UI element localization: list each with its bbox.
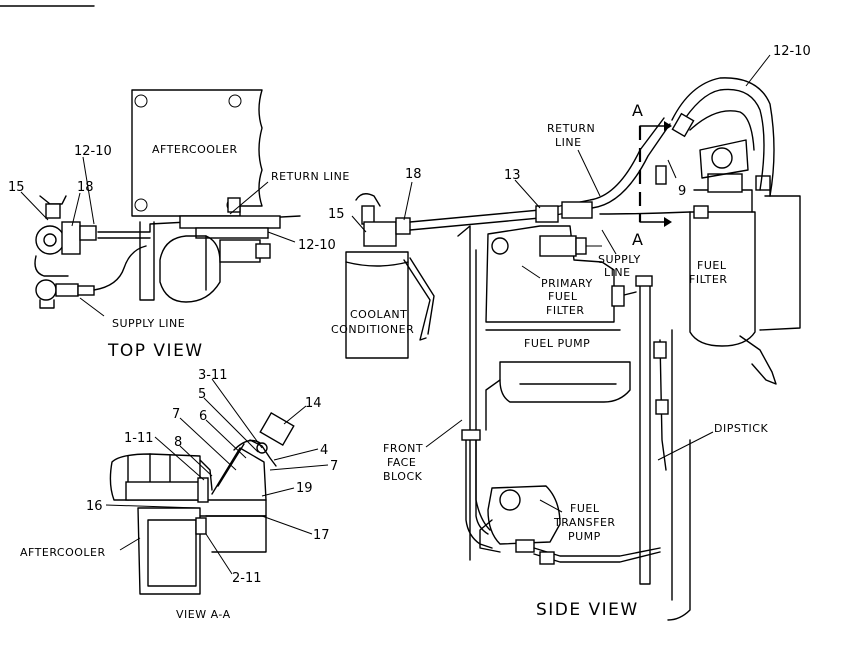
leader-12-10-mid (267, 231, 296, 243)
section-a-top: A (632, 101, 643, 120)
side-view-title: SIDE VIEW (536, 600, 639, 620)
leader-return-side (577, 149, 601, 197)
callout-15-top: 15 (8, 180, 25, 195)
leader-12-10-side (745, 54, 771, 87)
view-a-a-title: VIEW A-A (176, 608, 231, 621)
primary-filter-label-3: FILTER (546, 304, 585, 317)
front-face-label-1: FRONT (383, 442, 423, 455)
callout-2-11: 2-11 (232, 571, 262, 586)
leader-12-10-top (82, 156, 95, 225)
fuel-pump (485, 361, 631, 431)
callout-14: 14 (305, 396, 322, 411)
section-a-marker (638, 121, 672, 227)
leader-19 (261, 487, 295, 497)
leader-13 (514, 179, 541, 209)
dipstick-label: DIPSTICK (714, 422, 768, 435)
leader-15-top (20, 191, 49, 221)
callout-17: 17 (313, 528, 330, 543)
callout-18-top: 18 (77, 180, 94, 195)
leader-1-11 (154, 436, 205, 481)
aftercooler-label-view-a: AFTERCOOLER (20, 546, 106, 559)
callout-13: 13 (504, 168, 521, 183)
leader-4 (273, 448, 319, 461)
return-line-top (97, 197, 301, 239)
dipstick (611, 275, 653, 585)
section-a-bottom: A (632, 230, 643, 249)
callout-19: 19 (296, 481, 313, 496)
fuel-transfer-pump (479, 485, 661, 565)
leader-18-mid (403, 181, 413, 221)
return-line-side-1: RETURN (547, 122, 595, 135)
supply-line-side-2: LINE (604, 266, 631, 279)
leader-6 (205, 419, 247, 459)
callout-12-10-top: 12-10 (74, 144, 112, 159)
leader-16 (105, 504, 199, 509)
fittings-15-18-top (34, 195, 147, 309)
supply-line-label-top: SUPPLY LINE (112, 317, 185, 330)
callout-1-11: 1-11 (124, 431, 154, 446)
primary-fuel-filter (485, 225, 621, 331)
callout-4: 4 (320, 443, 328, 458)
pump-housing-top (139, 221, 271, 303)
leader-dipstick (657, 431, 714, 461)
leader-primary (521, 265, 541, 279)
transfer-pump-label-1: FUEL (570, 502, 600, 515)
callout-15-mid: 15 (328, 207, 345, 222)
leader-17 (261, 515, 313, 535)
leader-15-mid (351, 215, 367, 233)
top-view-title: TOP VIEW (107, 341, 204, 361)
callout-7a: 7 (172, 407, 180, 422)
return-line-label-top: RETURN LINE (271, 170, 350, 183)
primary-filter-label-2: FUEL (548, 290, 578, 303)
primary-filter-label-1: PRIMARY (541, 277, 593, 290)
transfer-pump-label-2: TRANSFER (553, 516, 616, 529)
leader-14 (283, 405, 307, 425)
aftercooler-label-top: AFTERCOOLER (152, 143, 238, 156)
leader-7b (269, 464, 329, 471)
right-side-lines (653, 339, 669, 471)
callout-18-mid: 18 (405, 167, 422, 182)
leader-supply-side (601, 229, 617, 255)
front-face-label-2: FACE (387, 456, 416, 469)
transfer-pump-label-3: PUMP (568, 530, 601, 543)
callout-9: 9 (678, 184, 686, 199)
fuel-filter-label-1: FUEL (697, 259, 727, 272)
leader-2-11 (205, 533, 233, 575)
line-12-10-loop (671, 77, 775, 197)
leader-transfer (539, 499, 563, 513)
return-line-side-2: LINE (555, 136, 582, 149)
callout-12-10-side: 12-10 (773, 44, 811, 59)
fuel-pump-label: FUEL PUMP (524, 337, 590, 350)
leader-5 (203, 397, 259, 453)
callout-7b: 7 (330, 459, 338, 474)
callout-6: 6 (199, 409, 207, 424)
leader-supply-top (79, 297, 105, 317)
callout-12-10-mid: 12-10 (298, 238, 336, 253)
callout-16: 16 (86, 499, 103, 514)
leader-return-top (229, 181, 269, 215)
leader-9 (667, 159, 677, 179)
leader-aftercooler-a (119, 537, 141, 551)
leader-front-face (425, 419, 463, 448)
leader-3-11 (211, 378, 263, 449)
callout-8: 8 (174, 435, 182, 450)
callout-5: 5 (198, 387, 206, 402)
fuel-filter-label-2: FILTER (689, 273, 728, 286)
aftercooler-top-view (131, 89, 263, 217)
coolant-label-1: COOLANT (350, 308, 407, 321)
front-face-block-lines (461, 429, 493, 549)
supply-line-side-1: SUPPLY (598, 253, 641, 266)
coolant-label-2: CONDITIONER (331, 323, 414, 336)
callout-3-11: 3-11 (198, 368, 228, 383)
leader-8 (179, 445, 213, 477)
coolant-conditioner (345, 193, 541, 359)
front-face-label-3: BLOCK (383, 470, 423, 483)
leader-18-top (71, 192, 81, 227)
leader-7a (179, 417, 237, 471)
fuel-filter (689, 139, 777, 385)
